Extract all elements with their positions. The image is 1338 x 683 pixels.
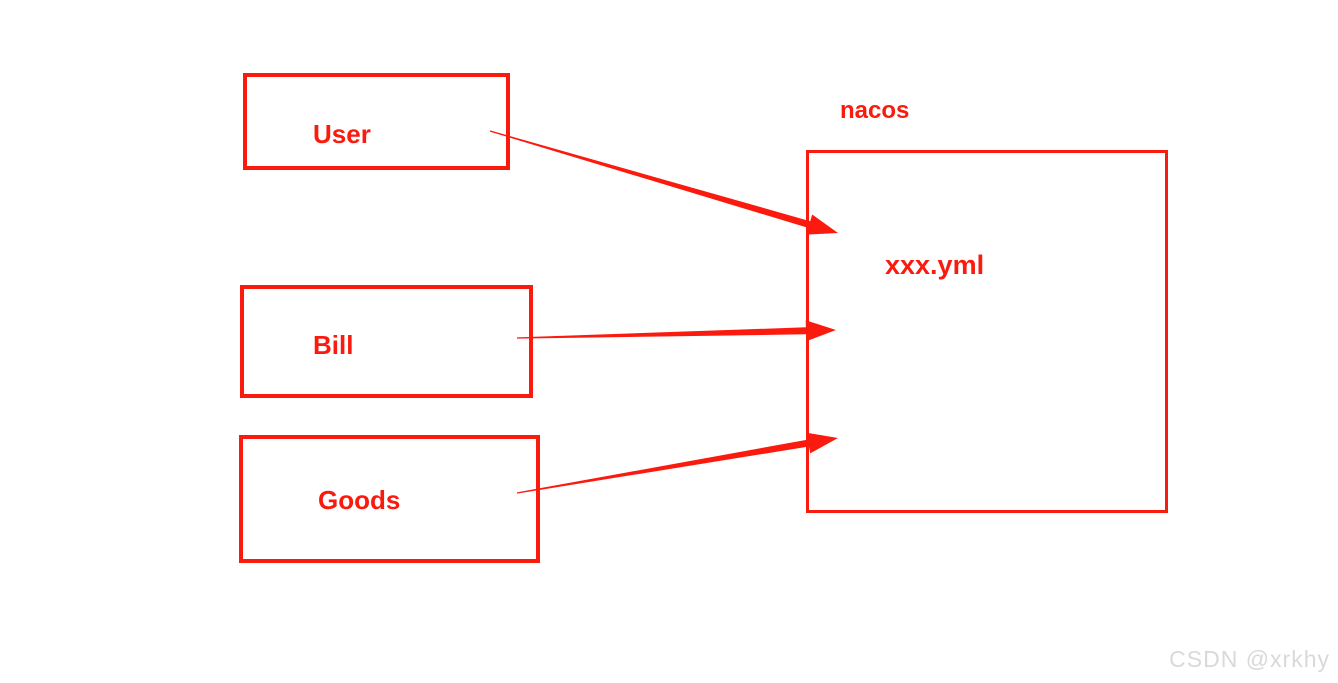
node-nacos-content-label: xxx.yml xyxy=(885,250,985,280)
arrow-goods-to-nacos xyxy=(516,432,838,494)
arrow-bill-to-nacos xyxy=(517,320,836,342)
node-user-label: User xyxy=(313,119,371,149)
node-goods: Goods xyxy=(239,435,540,563)
arrow-user-to-nacos xyxy=(489,130,838,235)
node-bill: Bill xyxy=(240,285,533,398)
watermark: CSDN @xrkhy xyxy=(1169,646,1330,672)
node-bill-label: Bill xyxy=(313,330,354,360)
node-nacos: xxx.yml xyxy=(806,150,1168,513)
node-nacos-title: nacos xyxy=(840,97,910,124)
node-goods-label: Goods xyxy=(318,485,401,515)
node-user: User xyxy=(243,73,510,170)
